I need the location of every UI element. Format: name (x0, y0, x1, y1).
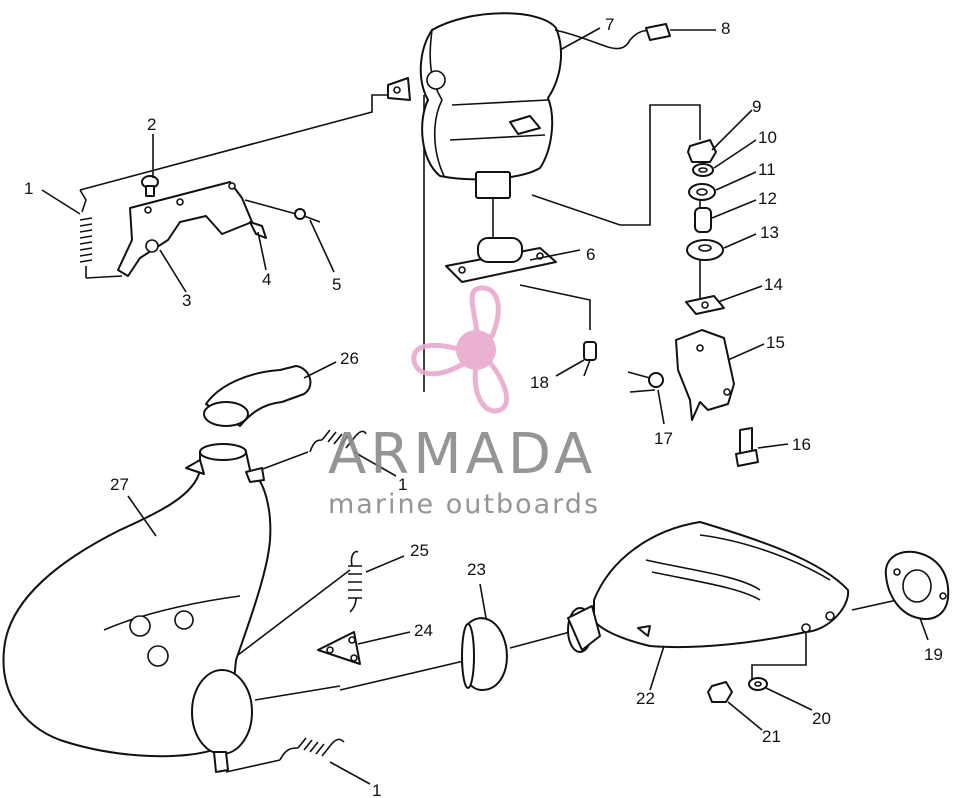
part-25-spring (348, 550, 362, 613)
part-20-washer (748, 677, 768, 691)
callout-label: 11 (758, 160, 776, 179)
part-16-bolt (735, 427, 759, 467)
callout-label: 26 (340, 349, 359, 368)
part-27-expansion-chamber (2, 443, 272, 773)
callout-label: 27 (110, 475, 129, 494)
callout-label: 6 (586, 245, 595, 264)
callout-label: 1 (372, 781, 381, 798)
part-17-screw (627, 371, 664, 388)
watermark-tagline: marine outboards (328, 489, 600, 520)
part-4-clip (249, 221, 267, 239)
watermark-brand: ARMADA (328, 422, 596, 487)
callout-label: 25 (410, 541, 429, 560)
propeller-icon (411, 285, 510, 414)
part-9-nut (687, 139, 717, 163)
part-22-silencer (567, 521, 850, 653)
callout-label: 15 (766, 333, 785, 352)
part-5-screw (294, 208, 321, 223)
guide-lines (79, 94, 898, 773)
callout-label: 22 (636, 689, 655, 708)
callout-label: 1 (24, 179, 33, 198)
part-3-bracket (117, 181, 253, 277)
part-12-spacer (694, 207, 712, 233)
callout-label: 24 (414, 621, 433, 640)
callout-label: 2 (147, 115, 156, 134)
callout-label: 1 (398, 475, 407, 494)
part-13-grommet (686, 239, 724, 261)
watermark: ARMADA marine outboards (328, 285, 600, 520)
callout-label: 17 (654, 429, 673, 448)
callout-label: 21 (762, 727, 781, 746)
part-14-plate (685, 295, 725, 315)
callout-label: 13 (760, 223, 779, 242)
part-21-nut (707, 681, 733, 703)
part-18-sensor (583, 341, 597, 377)
callout-label: 16 (792, 435, 811, 454)
part-26-elbow (203, 365, 312, 427)
callout-label: 10 (758, 128, 777, 147)
callout-label: 5 (332, 275, 341, 294)
part-15-mount-bracket (675, 329, 735, 421)
part-8-connector (645, 23, 671, 41)
part-19-flange-gasket (884, 550, 950, 620)
callout-leaders (41, 27, 929, 785)
part-1-spring-upper (309, 429, 367, 453)
part-2-grommet (141, 175, 159, 197)
callout-label: 18 (530, 373, 549, 392)
callout-labels: 1 2 3 4 5 6 7 8 9 10 11 12 13 14 15 16 1… (24, 15, 943, 798)
part-24-plate (317, 631, 361, 665)
callout-label: 4 (262, 270, 271, 289)
callout-label: 3 (182, 291, 191, 310)
part-1-spring-lower (279, 737, 345, 761)
part-23-cone (461, 617, 508, 691)
callout-label: 12 (758, 189, 777, 208)
part-1-spring-top (79, 189, 93, 278)
part-6-adaptor-plate (445, 237, 557, 283)
callout-label: 7 (605, 15, 614, 34)
callout-label: 19 (924, 645, 943, 664)
part-10-washer (692, 163, 714, 177)
callout-label: 14 (764, 275, 783, 294)
callout-label: 23 (467, 560, 486, 579)
callout-label: 9 (752, 97, 761, 116)
part-11-washer (688, 183, 716, 201)
part-7-air-silencer (387, 12, 657, 199)
callout-label: 8 (721, 19, 730, 38)
callout-label: 20 (812, 709, 831, 728)
